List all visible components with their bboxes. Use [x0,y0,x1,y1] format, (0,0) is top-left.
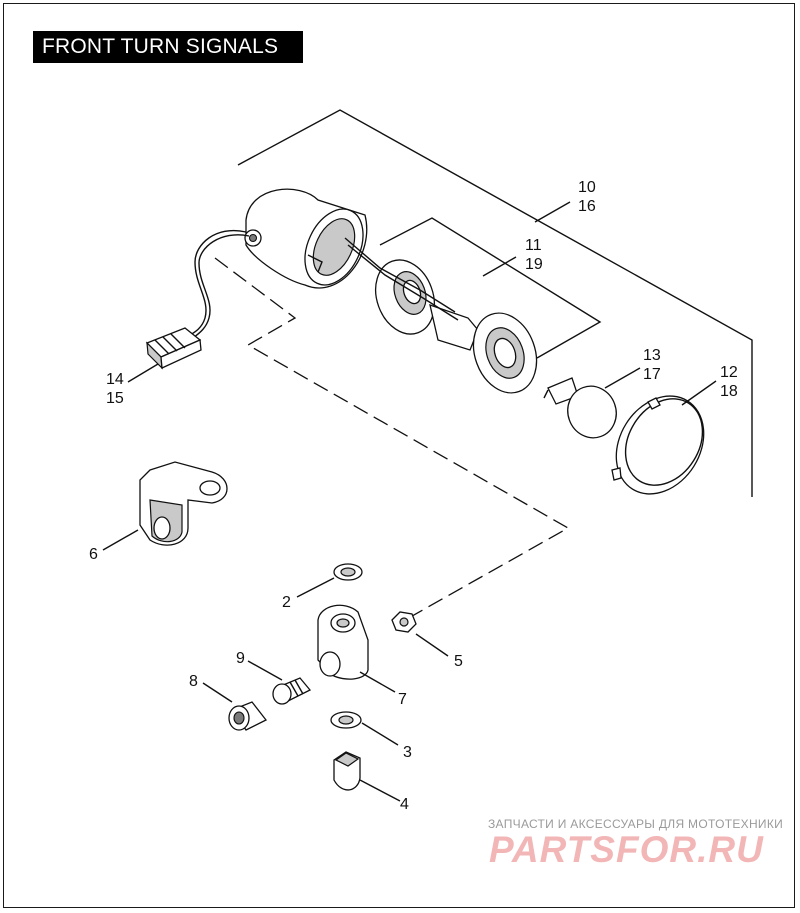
wire-and-connector [145,229,250,370]
watermark-logo: PARTSFOR.RU [489,829,764,870]
diagram-title: FRONT TURN SIGNALS [33,31,303,63]
lamp-socket [344,237,538,394]
callout-3: 3 [403,744,412,761]
lens [611,395,705,495]
callout-10: 10 [578,179,596,196]
lock-washer-3 [330,711,362,729]
callout-2: 2 [282,594,291,611]
callout-labels: 10 16 11 19 13 17 12 18 14 15 6 2 9 8 5 … [89,179,738,813]
callout-12: 12 [720,364,738,381]
callout-17: 17 [643,366,661,383]
assembly-bracket-10-16 [237,109,753,497]
washer-2 [333,563,363,581]
mounting-bracket-6 [139,461,228,546]
callout-14: 14 [106,371,124,388]
callout-6: 6 [89,546,98,563]
callout-8: 8 [189,673,198,690]
callout-4: 4 [400,796,409,813]
callout-18: 18 [720,383,738,400]
bulb [543,377,617,439]
screw-9 [272,677,312,705]
leader-lines [102,201,717,802]
callout-19: 19 [525,256,543,273]
callout-7: 7 [398,691,407,708]
callout-11: 11 [525,237,542,254]
diagram-frame [3,3,795,908]
nut-5 [391,611,417,633]
assembly-bracket-11-19 [379,217,602,359]
watermark-subtitle: ЗАПЧАСТИ И АКСЕССУАРЫ ДЛЯ МОТОТЕХНИКИ [488,817,784,831]
callout-16: 16 [578,198,596,215]
callout-5: 5 [454,653,463,670]
alignment-dashed-line [214,257,570,621]
callout-13: 13 [643,347,661,364]
threaded-insert-8 [228,701,267,731]
turn-signal-housing [244,188,368,289]
clamp-7 [317,604,369,680]
acorn-nut-4 [333,751,361,791]
watermark-logo-text: PARTSFOR.RU [489,829,764,870]
callout-15: 15 [106,390,124,407]
callout-9: 9 [236,650,245,667]
